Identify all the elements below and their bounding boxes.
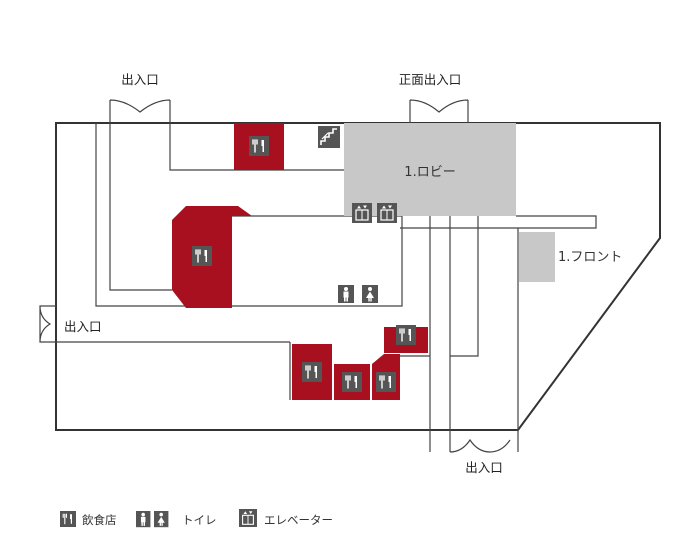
fork-knife-icon [59, 510, 77, 528]
corridor-right [429, 216, 519, 452]
legend: 飲食店 トイレ エレベーター [59, 508, 333, 528]
fork-knife-icon [248, 135, 270, 157]
fork-knife-icon [341, 371, 363, 393]
legend-elevator-label: エレベーター [264, 513, 333, 527]
fork-knife-icon [395, 324, 417, 346]
corridor-bottom [289, 342, 430, 400]
entrance-top-label: 出入口 [121, 72, 159, 87]
fork-knife-icon [191, 245, 213, 267]
toilet-female-icon [154, 511, 169, 528]
lobby-area[interactable] [344, 123, 516, 216]
entrance-bottom-label: 出入口 [465, 460, 503, 475]
toilet-male-icon [136, 511, 151, 528]
door-top-left [109, 99, 171, 123]
door-bottom [429, 430, 519, 453]
corridor-top [169, 123, 344, 171]
front-area[interactable] [519, 232, 555, 282]
building-outline [55, 122, 661, 431]
entrance-main-label: 正面出入口 [399, 72, 462, 87]
fork-knife-icon [375, 371, 397, 393]
inner-room-outline [232, 215, 403, 307]
corridor-mid [56, 215, 597, 343]
entrance-left-label: 出入口 [64, 319, 102, 334]
elevator-icon[interactable] [376, 202, 398, 224]
elevator-icon[interactable] [351, 202, 373, 224]
front-label: 1.フロント [558, 250, 622, 265]
fork-knife-icon [301, 361, 323, 383]
door-left [39, 305, 56, 343]
stairs-icon [317, 125, 341, 149]
elevator-icon [238, 508, 258, 528]
door-main [409, 99, 469, 123]
legend-toilet-label: トイレ [182, 513, 217, 527]
toilet-female-icon[interactable] [362, 285, 378, 303]
lobby-label: 1.ロビー [404, 165, 455, 180]
toilet-male-icon[interactable] [338, 285, 354, 303]
legend-restaurant-label: 飲食店 [82, 513, 117, 527]
